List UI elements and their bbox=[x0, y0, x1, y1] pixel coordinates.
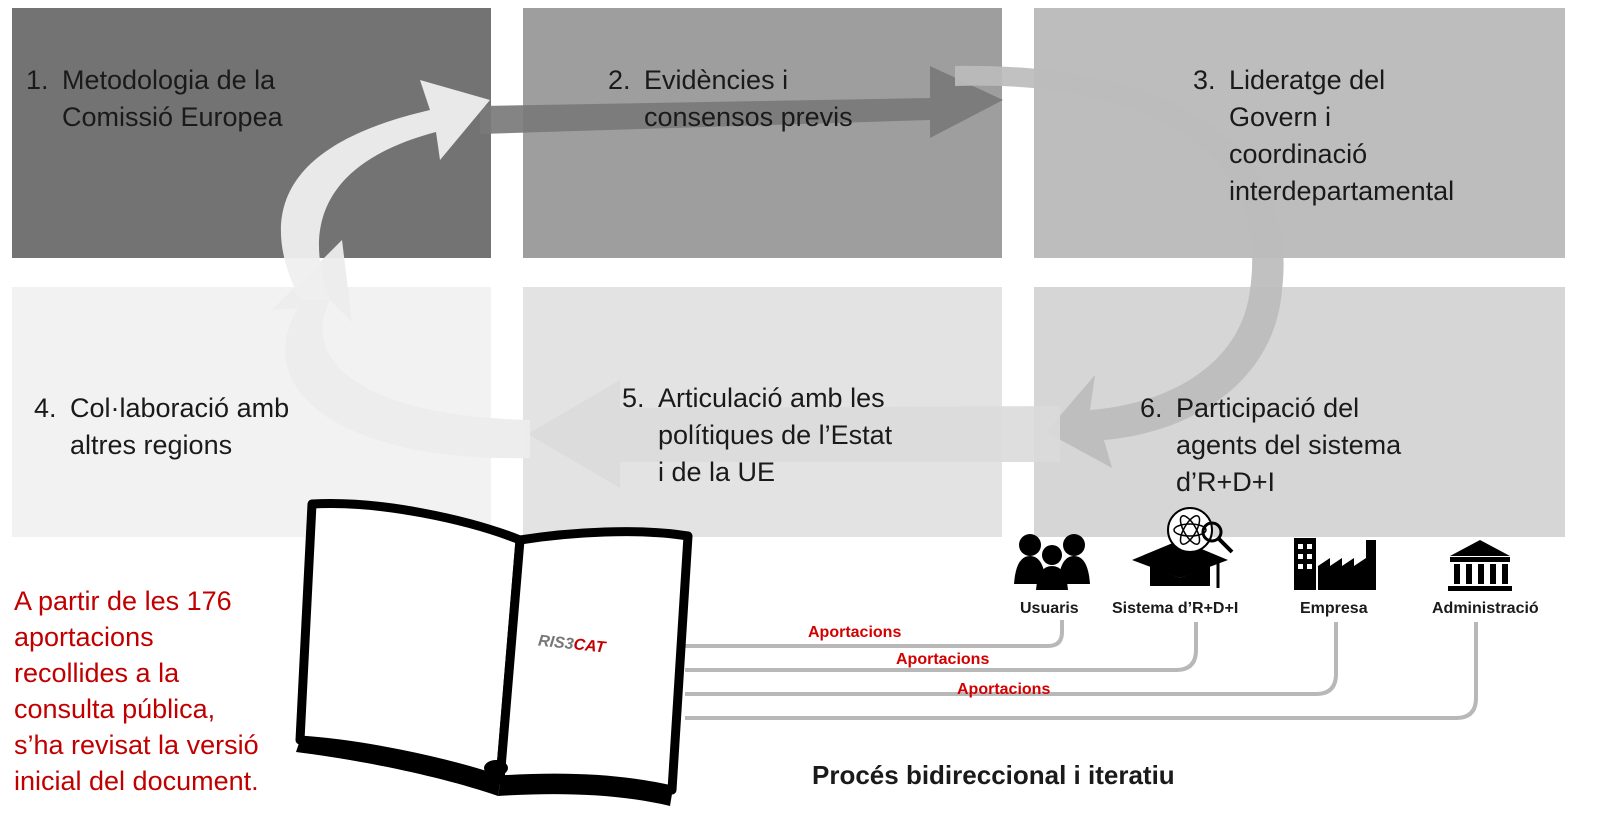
line-empresa bbox=[685, 622, 1338, 696]
arrow-left-up bbox=[280, 80, 490, 300]
step-2-text: Evidències i consensos previs bbox=[644, 65, 853, 132]
step-3-text: Lideratge del Govern i coordinació inter… bbox=[1229, 65, 1455, 206]
contribution-label-2: Aportacions bbox=[896, 651, 990, 668]
step-1-number: 1. bbox=[26, 65, 49, 95]
government-building-icon bbox=[1448, 540, 1512, 591]
panel-3 bbox=[1034, 8, 1565, 258]
contribution-lines bbox=[685, 620, 1478, 720]
actor-label-administracio: Administració bbox=[1432, 600, 1539, 617]
step-3: 3. Lideratge del Govern i coordinació in… bbox=[1193, 62, 1454, 210]
side-note: A partir de les 176 aportacions recollid… bbox=[14, 586, 259, 796]
cycle-arrows bbox=[272, 65, 1284, 488]
step-5-number: 5. bbox=[622, 383, 645, 413]
step-4-text: Col·laboració amb altres regions bbox=[70, 393, 290, 460]
line-usuaris bbox=[685, 620, 1064, 648]
panel-2 bbox=[523, 8, 1002, 258]
footer-caption: Procés bidireccional i iteratiu bbox=[812, 760, 1175, 790]
line-administracio bbox=[685, 622, 1478, 720]
contribution-label-1: Aportacions bbox=[808, 624, 902, 641]
step-4: 4. Col·laboració amb altres regions bbox=[34, 390, 289, 464]
people-icon bbox=[1014, 534, 1090, 590]
step-1: 1. Metodologia de la Comissió Europea bbox=[26, 62, 283, 136]
step-6: 6. Participació del agents del sistema d… bbox=[1140, 390, 1401, 501]
arrow-bottom bbox=[528, 380, 1060, 488]
arrow-top bbox=[480, 66, 1003, 138]
book-brand-suffix: CAT bbox=[572, 636, 607, 657]
line-sistema bbox=[685, 622, 1198, 672]
actor-label-usuaris: Usuaris bbox=[1020, 600, 1079, 617]
open-book-icon bbox=[295, 499, 693, 806]
graduation-cap-atom-icon bbox=[1132, 507, 1234, 588]
step-4-number: 4. bbox=[34, 393, 57, 423]
step-2-number: 2. bbox=[608, 65, 631, 95]
actor-label-sistema: Sistema d’R+D+I bbox=[1112, 600, 1239, 617]
step-5: 5. Articulació amb les polítiques de l’E… bbox=[622, 380, 892, 491]
contribution-label-3: Aportacions bbox=[957, 681, 1051, 698]
actor-label-empresa: Empresa bbox=[1300, 600, 1368, 617]
book-brand-prefix: RIS3 bbox=[537, 632, 575, 654]
factory-icon bbox=[1294, 538, 1376, 590]
step-6-number: 6. bbox=[1140, 393, 1163, 423]
step-5-text: Articulació amb les polítiques de l’Esta… bbox=[658, 383, 893, 487]
step-6-text: Participació del agents del sistema d’R+… bbox=[1176, 393, 1402, 497]
step-2: 2. Evidències i consensos previs bbox=[608, 62, 853, 136]
step-1-text: Metodologia de la Comissió Europea bbox=[62, 65, 283, 132]
step-3-number: 3. bbox=[1193, 65, 1216, 95]
arrow-left-curve bbox=[272, 240, 530, 459]
